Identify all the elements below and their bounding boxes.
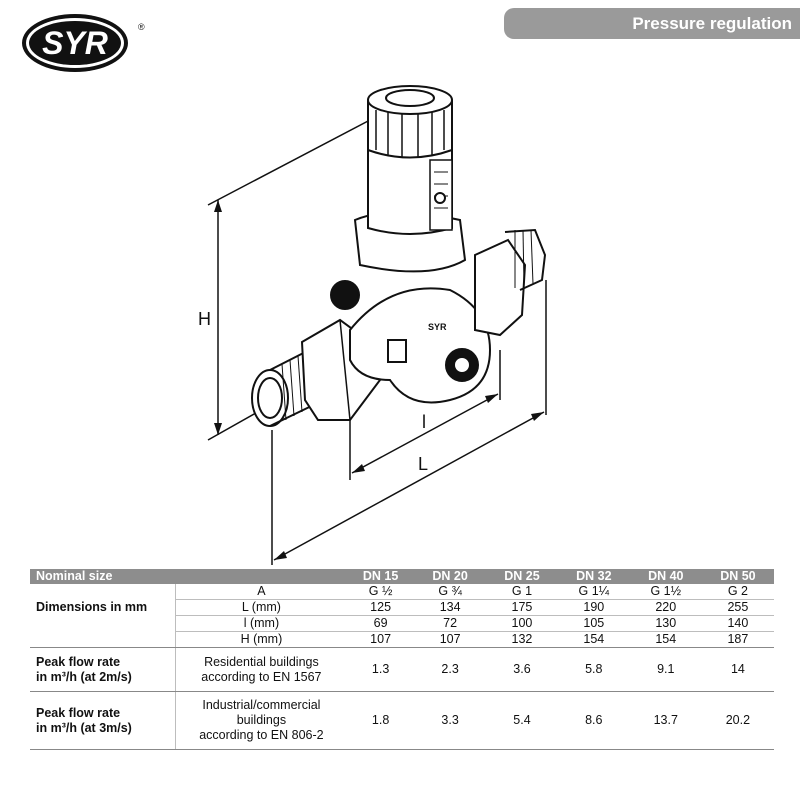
table-cell: G ½ <box>347 584 415 600</box>
table-cell: 69 <box>347 615 415 632</box>
flow-industrial-label: Peak flow rate in m³/h (at 3m/s) <box>30 691 176 750</box>
label-l: l <box>422 412 426 432</box>
valve-drawing: H l L SYR <box>190 80 570 570</box>
table-row-L: Dimensions in mm L (mm) 125 134 175 190 … <box>30 599 774 648</box>
bonnet-text: SYR <box>428 322 447 332</box>
registered-mark: ® <box>138 22 145 32</box>
nominal-size-header: Nominal size <box>30 569 348 584</box>
table-row-l: l (mm) 69 72 100 105 130 140 <box>30 615 774 632</box>
column-header: DN 20 <box>414 569 487 584</box>
table-cell: 134 <box>414 599 487 616</box>
table-cell: 107 <box>347 631 415 648</box>
row-label: H (mm) <box>174 631 348 648</box>
table-cell: 175 <box>486 599 558 616</box>
table-row-flow-residential: Peak flow rate in m³/h (at 2m/s) Residen… <box>30 647 774 692</box>
label-H: H <box>198 309 211 329</box>
row-label: A <box>174 584 348 600</box>
table-cell: 2.3 <box>414 647 487 692</box>
table-row-thread: A G ½ G ¾ G 1 G 1¼ G 1½ G 2 <box>30 584 774 600</box>
table-cell: 5.4 <box>486 691 558 750</box>
label-L: L <box>418 454 428 474</box>
table-cell: 154 <box>557 631 630 648</box>
column-header: DN 32 <box>557 569 630 584</box>
dim-L-line <box>273 411 545 561</box>
dimensions-label: Dimensions in mm <box>30 599 176 648</box>
table-cell: 132 <box>486 631 558 648</box>
table-cell: 220 <box>629 599 702 616</box>
table-cell: 140 <box>701 615 774 632</box>
table-cell: 5.8 <box>557 647 630 692</box>
section-title: Pressure regulation <box>504 8 800 39</box>
flow-residential-desc: Residential buildings according to EN 15… <box>174 647 348 692</box>
table-cell: 8.6 <box>557 691 630 750</box>
table-cell: 1.3 <box>347 647 415 692</box>
column-header: DN 25 <box>486 569 558 584</box>
table-cell: G 1¼ <box>557 584 630 600</box>
table-cell: 105 <box>557 615 630 632</box>
table-cell: 14 <box>701 647 774 692</box>
syr-logo: SYR ® <box>20 10 145 75</box>
table-cell: 107 <box>414 631 487 648</box>
spec-table: Nominal size DN 15 DN 20 DN 25 DN 32 DN … <box>30 569 774 750</box>
table-cell: 255 <box>701 599 774 616</box>
flow-industrial-desc: Industrial/commercial buildings accordin… <box>174 691 348 750</box>
flow-residential-label: Peak flow rate in m³/h (at 2m/s) <box>30 647 176 692</box>
column-header: DN 15 <box>347 569 415 584</box>
table-cell: G 2 <box>701 584 774 600</box>
dim-l-line <box>351 393 499 474</box>
table-cell: 13.7 <box>629 691 702 750</box>
table-cell: 72 <box>414 615 487 632</box>
table-cell: 1.8 <box>347 691 415 750</box>
table-row-H: H (mm) 107 107 132 154 154 187 <box>30 631 774 648</box>
table-cell: 3.3 <box>414 691 487 750</box>
table-cell: 3.6 <box>486 647 558 692</box>
table-cell: G 1½ <box>629 584 702 600</box>
table-cell: 20.2 <box>701 691 774 750</box>
column-header: DN 40 <box>629 569 702 584</box>
table-cell: 100 <box>486 615 558 632</box>
table-cell: 125 <box>347 599 415 616</box>
table-cell: 9.1 <box>629 647 702 692</box>
row-label: L (mm) <box>174 599 348 616</box>
table-cell: 187 <box>701 631 774 648</box>
table-cell: 190 <box>557 599 630 616</box>
table-cell: G 1 <box>486 584 558 600</box>
table-cell: 130 <box>629 615 702 632</box>
logo-text: SYR <box>42 25 108 61</box>
column-header: DN 50 <box>701 569 774 584</box>
row-label: l (mm) <box>174 615 348 632</box>
table-row-flow-industrial: Peak flow rate in m³/h (at 3m/s) Industr… <box>30 691 774 750</box>
table-header-row: Nominal size DN 15 DN 20 DN 25 DN 32 DN … <box>30 569 774 584</box>
table-cell: 154 <box>629 631 702 648</box>
table-cell: G ¾ <box>414 584 487 600</box>
